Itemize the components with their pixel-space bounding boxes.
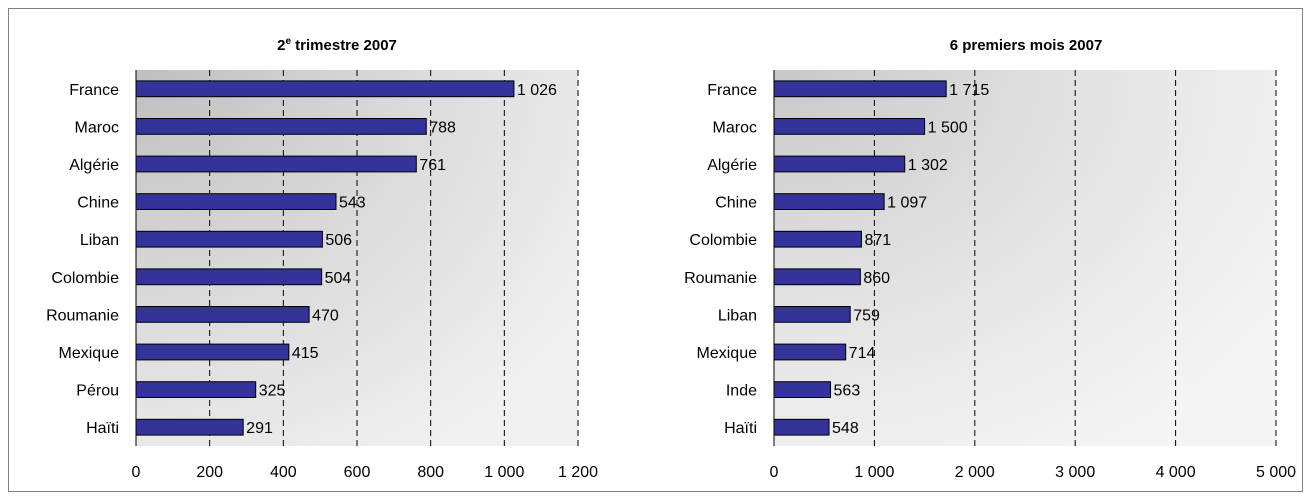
left-data-label: 325 bbox=[259, 383, 286, 400]
right-category-label: Colombie bbox=[689, 232, 757, 249]
left-data-label: 504 bbox=[325, 270, 352, 287]
right-bar bbox=[773, 155, 906, 173]
chart-left-category-labels: FranceMarocAlgérieChineLibanColombieRoum… bbox=[46, 82, 119, 437]
right-x-tick-label: 1 000 bbox=[854, 464, 894, 481]
right-data-label: 1 715 bbox=[949, 82, 989, 99]
left-category-label: Liban bbox=[80, 232, 119, 249]
left-bar bbox=[135, 381, 257, 398]
right-bar bbox=[773, 343, 847, 361]
left-data-label: 543 bbox=[339, 195, 366, 212]
right-category-label: France bbox=[707, 82, 757, 99]
left-bar bbox=[135, 306, 310, 323]
left-x-tick-label: 800 bbox=[417, 464, 444, 481]
right-bar bbox=[773, 80, 947, 98]
right-category-label: Chine bbox=[715, 195, 757, 212]
right-x-tick-label: 4 000 bbox=[1156, 464, 1196, 481]
left-x-tick-label: 200 bbox=[196, 464, 223, 481]
right-x-tick-label: 0 bbox=[770, 464, 779, 481]
left-x-tick-label: 1 000 bbox=[484, 464, 524, 481]
right-bar bbox=[773, 193, 885, 210]
right-data-label: 759 bbox=[853, 307, 880, 324]
left-category-label: Pérou bbox=[76, 383, 119, 400]
left-data-label: 291 bbox=[246, 420, 273, 437]
chart-left-tick-labels: 0 200 400 600 800 1 000 1 200 bbox=[132, 464, 599, 481]
left-bar bbox=[135, 155, 417, 173]
left-data-label: 1 026 bbox=[517, 82, 557, 99]
chart-right-tick-labels: 0 1 000 2 000 3 000 4 000 5 000 bbox=[770, 464, 1297, 481]
chart-right-bars bbox=[773, 80, 947, 436]
chart-left-bars bbox=[135, 80, 515, 436]
right-x-tick-label: 3 000 bbox=[1055, 464, 1095, 481]
right-bar bbox=[773, 418, 830, 436]
left-category-label: Mexique bbox=[59, 345, 120, 362]
left-x-tick-label: 400 bbox=[270, 464, 297, 481]
chart-right-data-labels: 1 715 1 500 1 302 1 097 871 860 759 714 563 548 bbox=[832, 82, 989, 437]
left-data-label: 788 bbox=[429, 119, 456, 136]
right-x-tick-label: 2 000 bbox=[955, 464, 995, 481]
left-category-label: Colombie bbox=[51, 270, 119, 287]
left-bar bbox=[135, 230, 323, 248]
right-bar bbox=[773, 268, 861, 286]
left-bar bbox=[135, 118, 427, 135]
left-bar bbox=[135, 343, 290, 361]
right-data-label: 1 302 bbox=[908, 157, 948, 174]
right-bar bbox=[773, 306, 851, 323]
left-category-label: Haïti bbox=[86, 420, 119, 437]
left-category-label: Chine bbox=[77, 195, 119, 212]
right-bar bbox=[773, 230, 862, 248]
right-data-label: 563 bbox=[834, 383, 861, 400]
right-data-label: 1 500 bbox=[928, 119, 968, 136]
left-category-label: France bbox=[69, 82, 119, 99]
right-data-label: 871 bbox=[864, 232, 891, 249]
left-data-label: 761 bbox=[419, 157, 446, 174]
chart-left: 2e trimestre 2007 FranceMarocAlgérieChin… bbox=[46, 36, 598, 481]
right-data-label: 860 bbox=[863, 270, 890, 287]
left-bar bbox=[135, 80, 515, 98]
chart-right-title: 6 premiers mois 2007 bbox=[950, 37, 1103, 54]
right-category-label: Haïti bbox=[724, 420, 757, 437]
right-category-label: Maroc bbox=[713, 119, 757, 136]
right-data-label: 714 bbox=[849, 345, 876, 362]
right-category-label: Algérie bbox=[707, 157, 757, 174]
chart-left-title: 2e trimestre 2007 bbox=[277, 36, 397, 54]
left-x-tick-label: 600 bbox=[344, 464, 371, 481]
chart-left-data-labels: 1 026 788 761 543 506 504 470 415 325 291 bbox=[246, 82, 557, 437]
left-bar bbox=[135, 193, 337, 210]
left-category-label: Roumanie bbox=[46, 307, 119, 324]
right-category-label: Liban bbox=[718, 307, 757, 324]
chart-right-grid bbox=[873, 70, 1277, 446]
left-x-tick-label: 0 bbox=[132, 464, 141, 481]
right-data-label: 548 bbox=[832, 420, 859, 437]
left-bar bbox=[135, 418, 244, 436]
right-bar bbox=[773, 381, 832, 398]
right-data-label: 1 097 bbox=[887, 195, 927, 212]
left-data-label: 415 bbox=[292, 345, 319, 362]
left-data-label: 506 bbox=[325, 232, 352, 249]
left-data-label: 470 bbox=[312, 307, 339, 324]
left-category-label: Algérie bbox=[69, 157, 119, 174]
right-category-label: Inde bbox=[726, 383, 757, 400]
right-x-tick-label: 5 000 bbox=[1256, 464, 1296, 481]
left-category-label: Maroc bbox=[75, 119, 119, 136]
right-bar bbox=[773, 118, 926, 135]
right-category-label: Mexique bbox=[697, 345, 758, 362]
right-category-label: Roumanie bbox=[684, 270, 757, 287]
left-bar bbox=[135, 268, 323, 286]
left-x-tick-label: 1 200 bbox=[558, 464, 598, 481]
chart-right-category-labels: FranceMarocAlgérieChineColombieRoumanieL… bbox=[684, 82, 757, 437]
chart-right: 6 premiers mois 2007 FranceMarocAlgérieC… bbox=[684, 37, 1296, 481]
